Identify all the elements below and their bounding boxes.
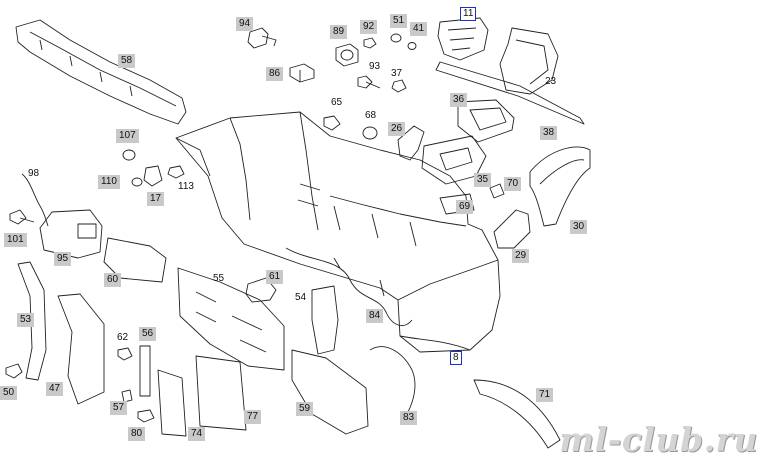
part-label-58: 58 [118, 54, 136, 68]
part-93-screw [357, 75, 381, 89]
part-label-47: 47 [46, 382, 64, 396]
part-94-clip [247, 27, 277, 49]
part-55-carrier [177, 267, 285, 371]
part-label-51: 51 [390, 14, 408, 28]
part-label-54: 54 [295, 292, 307, 303]
part-80-screw [137, 409, 155, 423]
part-label-86: 86 [266, 67, 284, 81]
part-54-bracket [311, 285, 339, 355]
part-113-screw [167, 165, 185, 179]
part-38-strip [435, 61, 585, 125]
part-label-71: 71 [536, 388, 554, 402]
part-56-bracket [139, 345, 151, 397]
part-label-17: 17 [147, 192, 165, 206]
part-83-wire [369, 346, 416, 413]
part-label-11: 11 [460, 7, 477, 21]
part-label-23: 23 [545, 76, 557, 87]
part-label-89: 89 [330, 25, 348, 39]
part-89-socket [335, 43, 359, 67]
part-label-92: 92 [360, 20, 378, 34]
part-95-cover [39, 209, 103, 259]
part-57-clip [121, 389, 133, 403]
part-110-washer [131, 177, 143, 187]
part-label-61: 61 [266, 270, 284, 284]
part-59-cover [291, 349, 369, 435]
part-label-69: 69 [456, 200, 474, 214]
part-label-55: 55 [213, 273, 225, 284]
part-70-clip [489, 183, 505, 199]
part-58-bracket [15, 19, 187, 125]
part-label-94: 94 [236, 17, 254, 31]
part-label-29: 29 [512, 249, 530, 263]
part-label-53: 53 [17, 313, 35, 327]
watermark: ml-club.ru [559, 420, 758, 459]
part-label-59: 59 [296, 402, 314, 416]
part-51-washer [390, 33, 402, 43]
part-26-trim [397, 125, 425, 161]
part-30-flare [529, 146, 591, 227]
part-68-washer [362, 126, 378, 140]
part-36-bracket [457, 99, 515, 143]
part-label-68: 68 [365, 110, 377, 121]
part-label-36: 36 [450, 93, 468, 107]
part-label-80: 80 [128, 427, 146, 441]
part-label-84: 84 [366, 309, 384, 323]
part-86-sensor [289, 63, 315, 83]
part-label-50: 50 [0, 386, 18, 400]
part-label-41: 41 [410, 22, 428, 36]
part-label-74: 74 [188, 427, 206, 441]
part-41-washer [407, 42, 417, 50]
part-69-bracket [439, 193, 475, 215]
part-label-101: 101 [4, 233, 27, 247]
part-47-brace [57, 293, 105, 405]
part-8-bumper [175, 111, 501, 353]
part-65-bolt [323, 115, 341, 131]
part-label-30: 30 [570, 220, 588, 234]
part-label-83: 83 [400, 411, 418, 425]
part-11-bracket [437, 17, 489, 61]
part-label-26: 26 [388, 122, 406, 136]
part-label-37: 37 [391, 68, 403, 79]
part-107-cap [122, 149, 136, 161]
part-84-harness [285, 247, 413, 326]
part-74-panel [157, 369, 187, 437]
part-label-60: 60 [104, 273, 122, 287]
part-label-35: 35 [474, 173, 492, 187]
part-label-95: 95 [54, 252, 72, 266]
part-77-panel [195, 355, 247, 431]
part-101-screw [9, 209, 35, 225]
part-label-93: 93 [369, 61, 381, 72]
part-37-clip [391, 79, 407, 93]
part-label-8: 8 [450, 351, 462, 365]
part-label-62: 62 [117, 332, 129, 343]
part-label-113: 113 [178, 181, 194, 192]
part-label-70: 70 [504, 177, 522, 191]
part-label-98: 98 [28, 168, 40, 179]
part-label-107: 107 [116, 129, 139, 143]
part-50-screw [5, 363, 23, 379]
part-71-trim [473, 379, 561, 449]
part-label-65: 65 [331, 97, 343, 108]
part-label-77: 77 [244, 410, 262, 424]
part-label-38: 38 [540, 126, 558, 140]
part-17-clip [143, 165, 163, 187]
part-label-57: 57 [110, 401, 128, 415]
part-23-plate [499, 27, 559, 95]
part-29-trim [493, 209, 531, 249]
part-92-nut [363, 37, 377, 49]
part-label-56: 56 [139, 327, 157, 341]
part-label-110: 110 [98, 175, 120, 189]
part-62-screw [117, 347, 133, 361]
part-60-bracket [103, 237, 167, 283]
